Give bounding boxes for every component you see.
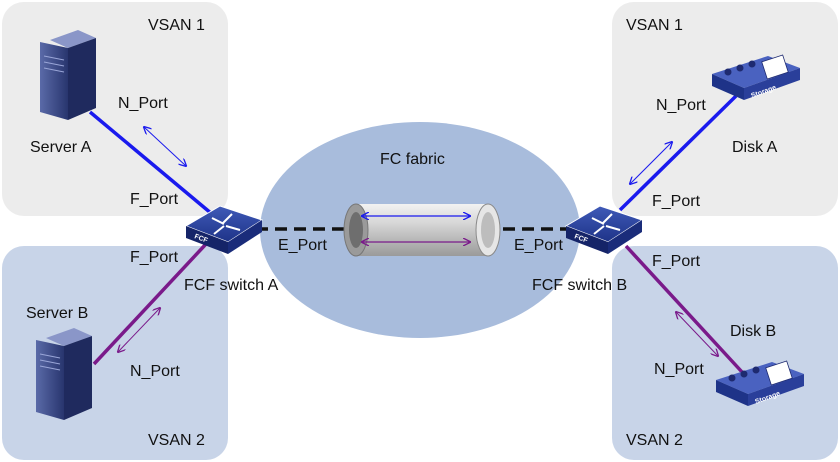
- server-a-icon: [40, 30, 96, 120]
- vsan2-right-label: VSAN 2: [626, 432, 683, 449]
- server-b-nport-label: N_Port: [130, 363, 180, 380]
- switch-a-badge: FCF: [193, 233, 209, 244]
- disk-b-label: Disk B: [730, 323, 776, 340]
- disk-a-nport-label: N_Port: [656, 97, 706, 114]
- fcf-switch-a-icon: FCF: [184, 205, 264, 254]
- link-disk-a-switch-b: [618, 94, 738, 212]
- flow-arrow-disk-b: [676, 312, 718, 356]
- disk-a-label: Disk A: [732, 139, 778, 156]
- switch-b-top-fport-label: F_Port: [652, 193, 701, 210]
- switch-b-bottom-fport-label: F_Port: [652, 253, 701, 270]
- link-disk-b-switch-b: [624, 244, 744, 374]
- fcf-switch-b-icon: FCF: [564, 205, 644, 254]
- server-a-nport-label: N_Port: [118, 95, 168, 112]
- link-server-b-switch-a: [92, 242, 208, 366]
- flow-arrow-server-a: [144, 127, 186, 166]
- switch-a-bottom-fport-label: F_Port: [130, 249, 179, 266]
- switch-b-eport-label: E_Port: [514, 237, 563, 254]
- isl-tunnel-icon: [343, 203, 501, 257]
- vsan2-left-label: VSAN 2: [148, 432, 205, 449]
- server-a-label: Server A: [30, 139, 92, 156]
- vsan1-left-label: VSAN 1: [148, 17, 205, 34]
- switch-a-top-fport-label: F_Port: [130, 191, 179, 208]
- switch-b-badge: FCF: [573, 233, 589, 244]
- switch-a-eport-label: E_Port: [278, 237, 327, 254]
- flow-arrow-disk-a: [630, 142, 672, 184]
- fc-fabric-label: FC fabric: [380, 151, 445, 168]
- disk-a-icon: Storage: [712, 54, 800, 100]
- server-b-label: Server B: [26, 305, 88, 322]
- vsan1-right-label: VSAN 1: [626, 17, 683, 34]
- flow-arrow-server-b: [118, 308, 160, 352]
- vsan1-left-region: [2, 2, 228, 216]
- disk-b-nport-label: N_Port: [654, 361, 704, 378]
- server-b-icon: [36, 328, 92, 420]
- switch-b-label: FCF switch B: [532, 277, 627, 294]
- switch-a-label: FCF switch A: [184, 277, 279, 294]
- disk-b-icon: Storage: [716, 360, 804, 406]
